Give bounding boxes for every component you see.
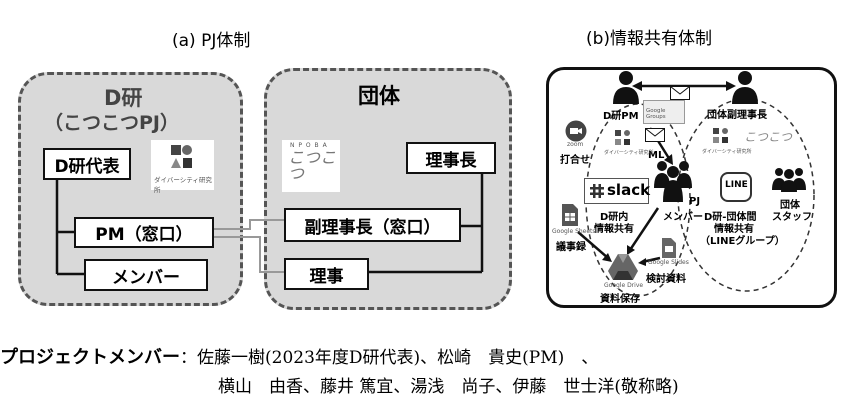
label-d-lab-pm: D研PM: [603, 111, 639, 122]
footer-line-1: プロジェクトメンバー：佐藤一樹(2023年度D研代表)、松崎 貴史(PM) 、: [0, 343, 598, 369]
google-groups-logo: Google Groups: [643, 100, 685, 124]
diversity-institute-logo: ダイバーシティ研究所: [151, 140, 214, 194]
label-line-caption-3: （LINEグループ）: [700, 236, 785, 247]
label-minutes: 議事録: [556, 242, 586, 253]
label-line-caption-1: D研-団体間: [704, 212, 757, 223]
box-director: 理事: [284, 258, 369, 290]
google-groups-text: Google Groups: [646, 108, 666, 120]
line-app-logo: LINE: [720, 172, 752, 202]
zoom-camera-icon: [565, 120, 587, 142]
slack-hash-icon: [590, 184, 604, 198]
org-staff-group-icon: [772, 168, 806, 192]
org-logo: N P O B A こつこつ: [282, 140, 340, 192]
footer-members-line-2: 横山 由香、藤井 篤宜、湯浅 尚子、伊藤 世士洋(敬称略): [218, 377, 679, 397]
ml-envelope-icon: [645, 128, 665, 142]
box-chairperson: 理事長: [406, 142, 496, 174]
google-slides-text: Google Slides: [648, 259, 689, 266]
label-ml: ML: [648, 150, 665, 161]
box-pm-contact: PM（窓口）: [74, 217, 214, 248]
label-vice-chair: 団体副理事長: [707, 110, 767, 121]
d-lab-pm-person-icon: [613, 71, 639, 104]
footer-members-line-1: ：佐藤一樹(2023年度D研代表)、松崎 貴史(PM) 、: [180, 348, 599, 368]
diversity-small-logo-icon: [615, 130, 630, 145]
slack-logo: slack: [584, 178, 651, 204]
label-slack-caption-2: 情報共有: [594, 224, 634, 235]
caption-pj-structure: (a) PJ体制: [172, 31, 251, 51]
label-slack-caption-1: D研内: [600, 212, 629, 223]
label-line-caption-2: 情報共有: [714, 224, 754, 235]
label-pj-members: メンバー: [663, 212, 703, 223]
slack-text: slack: [607, 181, 651, 199]
diversity-logo-shapes-icon: [171, 145, 192, 168]
org-logo-mark: こつこつ: [288, 148, 337, 183]
google-sheets-text: Google Sheets: [552, 228, 596, 235]
google-sheets-icon: [562, 204, 578, 226]
label-meeting: 打合せ: [560, 155, 590, 166]
label-staff-2: スタッフ: [772, 212, 812, 223]
label-staff-1: 団体: [780, 200, 800, 211]
caption-info-sharing: (b)情報共有体制: [586, 29, 713, 49]
box-vice-chair-contact: 副理事長（窓口）: [284, 208, 461, 242]
diversity-small-logo-text-2: ダイバーシティ研究所: [702, 149, 752, 155]
diversity-small-logo-text: ダイバーシティ研究所: [604, 150, 654, 156]
vice-chair-person-icon: [732, 71, 758, 104]
group-d-subtitle: （こつこつPJ）: [44, 112, 179, 134]
google-slides-icon: [662, 238, 676, 258]
google-drive-text: Google Drive: [604, 282, 644, 289]
diversity-small-logo-icon-2: [713, 128, 728, 143]
diversity-logo-text: ダイバーシティ研究所: [154, 176, 212, 194]
label-review-docs: 検討資料: [646, 274, 686, 285]
zoom-brand-text: zoom: [567, 141, 584, 148]
org-logo-top-text: N P O B A: [290, 142, 328, 149]
footer-members-label: プロジェクトメンバー: [0, 347, 180, 368]
box-d-lab-representative: D研代表: [43, 148, 131, 180]
box-members: メンバー: [84, 259, 208, 291]
mail-envelope-icon: [670, 86, 690, 100]
label-pj: PJ: [689, 196, 701, 207]
pj-members-group-icon: [654, 161, 692, 202]
kotsu-small-logo: こつこつ: [744, 130, 793, 144]
label-doc-storage: 資料保存: [600, 294, 640, 305]
google-drive-icon: [608, 254, 638, 280]
line-logo-text: LINE: [725, 180, 748, 190]
group-d-title: D研: [104, 86, 143, 110]
group-org-title: 団体: [358, 84, 400, 108]
